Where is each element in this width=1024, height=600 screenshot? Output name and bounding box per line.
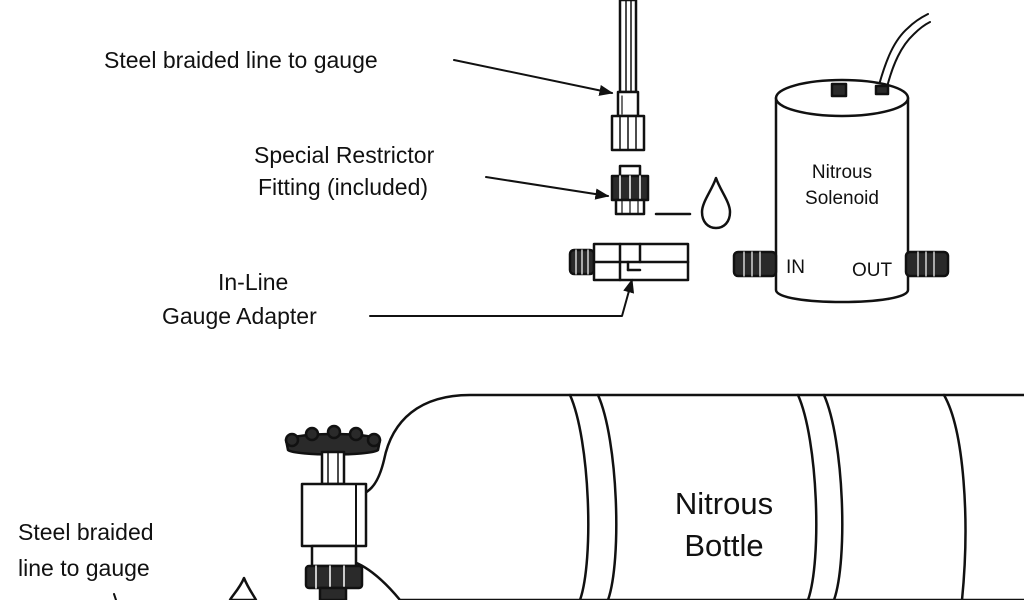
label-restrictor-line2: Fitting (included) bbox=[258, 174, 428, 200]
line-end-fitting-nut bbox=[610, 114, 646, 152]
label-adapter-line1: In-Line bbox=[218, 269, 288, 295]
inline-gauge-adapter bbox=[568, 242, 690, 282]
fluid-drop-icon bbox=[700, 176, 732, 230]
label-restrictor-line1: Special Restrictor bbox=[254, 142, 435, 168]
label-steel-line-bottom2: line to gauge bbox=[18, 555, 150, 581]
steel-braided-line-top bbox=[616, 0, 640, 118]
label-steel-line-bottom1: Steel braided bbox=[18, 519, 154, 545]
label-port-in: IN bbox=[786, 257, 805, 278]
label-bottle-line1: Nitrous bbox=[675, 486, 773, 521]
label-steel-line-top: Steel braided line to gauge bbox=[104, 47, 378, 73]
bottle-valve bbox=[284, 424, 382, 600]
nitrous-solenoid bbox=[732, 13, 950, 304]
special-restrictor-fitting bbox=[610, 164, 650, 216]
label-solenoid-line2: Solenoid bbox=[805, 188, 879, 209]
pointer-arrow-bottom bbox=[113, 593, 117, 600]
pointer-arrow-restrictor bbox=[485, 176, 610, 200]
pointer-arrow-steel-line bbox=[453, 59, 614, 96]
label-port-out: OUT bbox=[852, 260, 893, 281]
pointer-arrow-adapter bbox=[369, 278, 635, 317]
nitrous-bottle bbox=[344, 393, 1024, 600]
label-solenoid-line1: Nitrous bbox=[812, 162, 872, 183]
fluid-drop-icon-bottom bbox=[228, 576, 258, 600]
label-bottle-line2: Bottle bbox=[684, 528, 763, 563]
label-adapter-line2: Gauge Adapter bbox=[162, 303, 317, 329]
